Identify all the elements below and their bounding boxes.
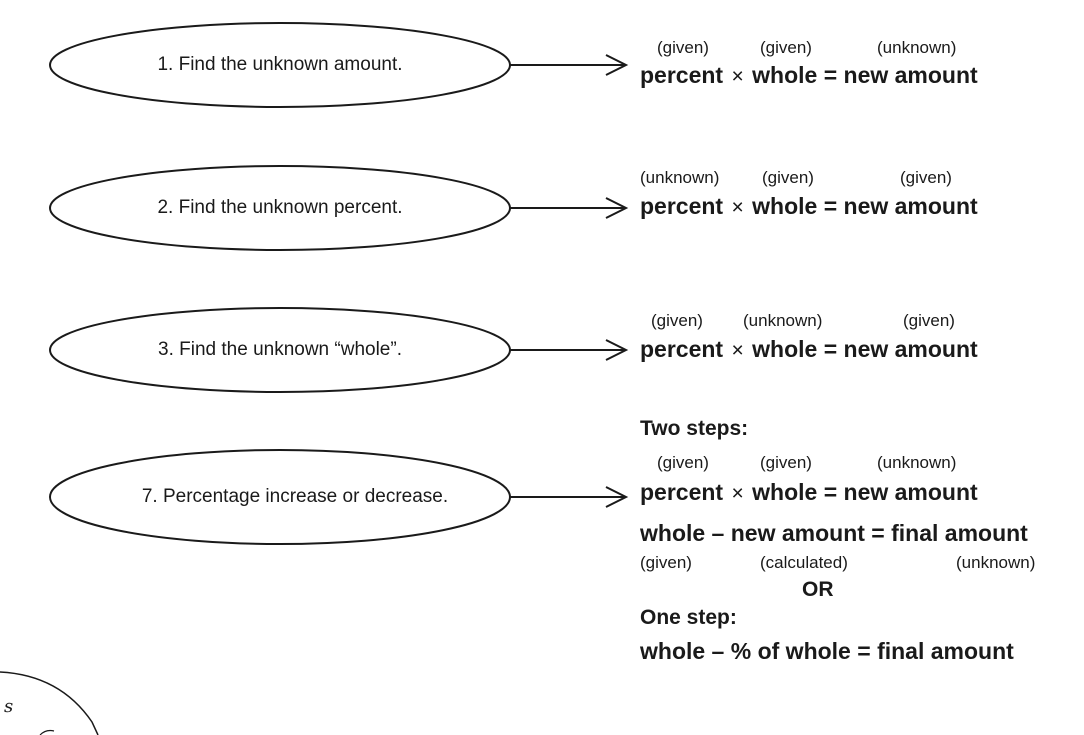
equation-3: percent × whole = new amount	[640, 336, 978, 363]
note-calculated: (calculated)	[760, 553, 848, 572]
equation-2-rest: whole = new amount	[752, 193, 978, 219]
equation-1-times: ×	[731, 65, 744, 88]
arrowhead-1	[605, 54, 629, 76]
note-new-amount-3: (given)	[903, 311, 955, 330]
note-new-amount-7: (unknown)	[877, 453, 957, 472]
corner-circle-arc	[0, 671, 99, 735]
oval-3-label: 3. Find the unknown “whole”.	[158, 339, 402, 360]
arrowhead-3	[605, 339, 629, 361]
corner-mark: s	[4, 696, 14, 717]
equation-2-percent: percent	[640, 193, 724, 219]
two-steps-heading: Two steps:	[640, 417, 749, 440]
equation-2-times: ×	[731, 196, 744, 219]
arrowhead-2	[605, 197, 629, 219]
equation-7: percent × whole = new amount	[640, 479, 978, 506]
note-whole-7: (given)	[760, 453, 812, 472]
equation-1-rest: whole = new amount	[752, 62, 978, 88]
oval-2-label: 2. Find the unknown percent.	[157, 197, 403, 218]
equation-1-percent: percent	[640, 62, 724, 88]
note-final-amount: (unknown)	[956, 553, 1036, 572]
or-text: OR	[802, 578, 834, 601]
arrowhead-7	[605, 486, 629, 508]
note-new-amount-1: (unknown)	[877, 38, 957, 57]
equation-1: percent × whole = new amount	[640, 62, 978, 89]
equation-7-rest: whole = new amount	[752, 479, 978, 505]
oval-7-label: 7. Percentage increase or decrease.	[141, 486, 449, 507]
note-whole-final: (given)	[640, 553, 692, 572]
equation-one-step: whole – % of whole = final amount	[640, 638, 1014, 664]
corner-scribble	[39, 729, 55, 735]
one-step-heading: One step:	[640, 606, 737, 629]
note-percent-3: (given)	[651, 311, 703, 330]
note-new-amount-2: (given)	[900, 168, 952, 187]
note-whole-1: (given)	[760, 38, 812, 57]
note-percent-7: (given)	[657, 453, 709, 472]
note-percent-2: (unknown)	[640, 168, 720, 187]
equation-3-percent: percent	[640, 336, 724, 362]
equation-final-amount: whole – new amount = final amount	[640, 520, 1028, 546]
equation-3-rest: whole = new amount	[752, 336, 978, 362]
equation-3-times: ×	[731, 339, 744, 362]
oval-1-label: 1. Find the unknown amount.	[157, 54, 403, 75]
equation-7-percent: percent	[640, 479, 724, 505]
equation-2: percent × whole = new amount	[640, 193, 978, 220]
note-whole-3: (unknown)	[743, 311, 823, 330]
equation-7-times: ×	[731, 482, 744, 505]
note-whole-2: (given)	[762, 168, 814, 187]
note-percent-1: (given)	[657, 38, 709, 57]
